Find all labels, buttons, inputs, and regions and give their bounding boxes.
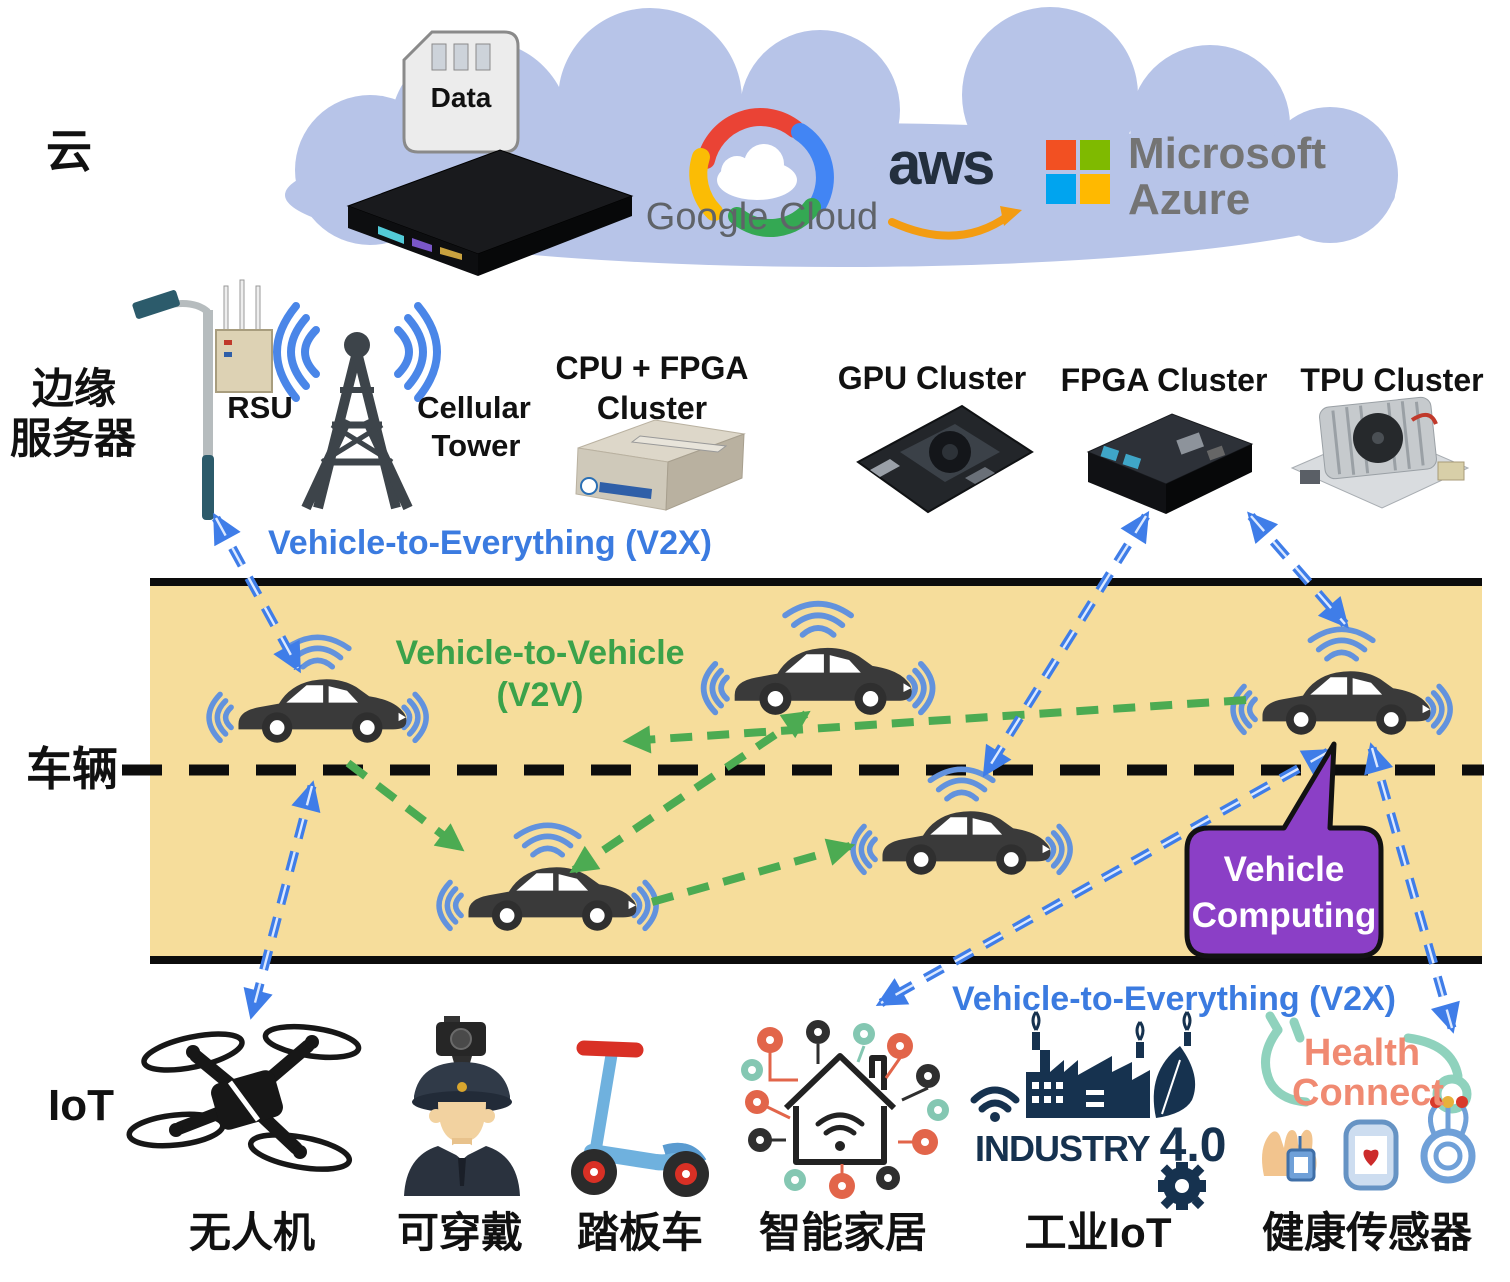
health-logo-line1: Health (1303, 1032, 1421, 1074)
v2x-arrows (212, 510, 1460, 1034)
car (209, 637, 426, 742)
iot-layer-label: IoT (48, 1081, 114, 1130)
cellular-tower-label-line1: Cellular (417, 390, 531, 425)
rsu-label: RSU (227, 390, 293, 425)
edge-layer-label-line2: 服务器 (10, 415, 137, 462)
gpu-cluster-icon (856, 404, 1034, 514)
health-logo-line2: Connect (1292, 1072, 1444, 1114)
cellular-tower-label-line2: Tower (431, 428, 521, 463)
wearable-label: 可穿戴 (396, 1209, 524, 1256)
vehicle-computing-callout-bubble (1184, 741, 1384, 959)
vehicle-layer-label: 车辆 (26, 743, 118, 795)
drone-label: 无人机 (188, 1209, 316, 1256)
health-sensors-icon (1261, 1011, 1476, 1191)
aws-label: aws (888, 130, 995, 197)
cpu-fpga-cluster-label-line1: CPU + FPGA (555, 350, 749, 386)
microsoft-logo-icon (1046, 140, 1110, 204)
scooter-icon (571, 1040, 709, 1197)
industrial-iot-icon (970, 1011, 1206, 1210)
wearable-icon (404, 1016, 520, 1196)
cpu-fpga-cluster-icon (575, 419, 746, 511)
edge-layer-label-line1: 边缘 (32, 365, 117, 412)
vehicle-computing-label-line2: Computing (1191, 896, 1377, 935)
car (853, 769, 1070, 874)
aws-smile-icon (888, 206, 1022, 240)
cloud-server-icon (346, 149, 634, 276)
fpga-cluster-label: FPGA Cluster (1060, 362, 1268, 398)
ecg-leads-icon (1420, 1104, 1476, 1184)
drone-icon (126, 1023, 362, 1172)
azure-label-line2: Azure (1128, 175, 1251, 224)
car (1233, 629, 1450, 734)
v2x-top-label: Vehicle-to-Everything (V2X) (268, 524, 712, 562)
v2v-label-line1: Vehicle-to-Vehicle (395, 634, 685, 672)
health-sensors-label: 健康传感器 (1261, 1209, 1473, 1256)
scooter-label: 踏板车 (576, 1209, 704, 1256)
tpu-cluster-icon (1290, 396, 1470, 509)
v2v-label-line2: (V2V) (496, 676, 584, 714)
car (704, 604, 933, 715)
industry-logo-word: INDUSTRY (975, 1128, 1151, 1169)
vehicle-computing-label-line1: Vehicle (1223, 850, 1345, 889)
gear-icon (1158, 1162, 1206, 1210)
smartwatch-icon (1343, 1119, 1399, 1191)
google-cloud-icon (689, 108, 834, 237)
cellular-tower-icon (273, 302, 441, 511)
v2x-bottom-label: Vehicle-to-Everything (V2X) (952, 980, 1396, 1018)
rsu-icon (132, 279, 273, 520)
radio-waves-icon (273, 302, 441, 402)
industrial-iot-label: 工业IoT (1024, 1209, 1172, 1256)
industry-logo-number: 4.0 (1159, 1119, 1227, 1172)
cpu-fpga-cluster-label-line2: Cluster (596, 390, 708, 426)
stethoscope-icon (1261, 1011, 1463, 1107)
industry-logo-text: INDUSTRY 4.0 (975, 1122, 1226, 1170)
cloud-layer-label: 云 (46, 125, 92, 177)
gpu-cluster-label: GPU Cluster (837, 360, 1027, 396)
data-card-icon (402, 30, 520, 154)
tpu-cluster-label: TPU Cluster (1300, 362, 1484, 398)
smart-home-icon (741, 1020, 949, 1199)
google-cloud-label: Google Cloud (645, 196, 879, 238)
smart-home-label: 智能家居 (758, 1209, 928, 1256)
fpga-cluster-icon (1086, 413, 1254, 514)
data-card-label: Data (430, 82, 492, 113)
hand-device-icon (1262, 1129, 1317, 1182)
azure-label-line1: Microsoft (1128, 129, 1326, 178)
v2v-arrows (345, 696, 1247, 906)
